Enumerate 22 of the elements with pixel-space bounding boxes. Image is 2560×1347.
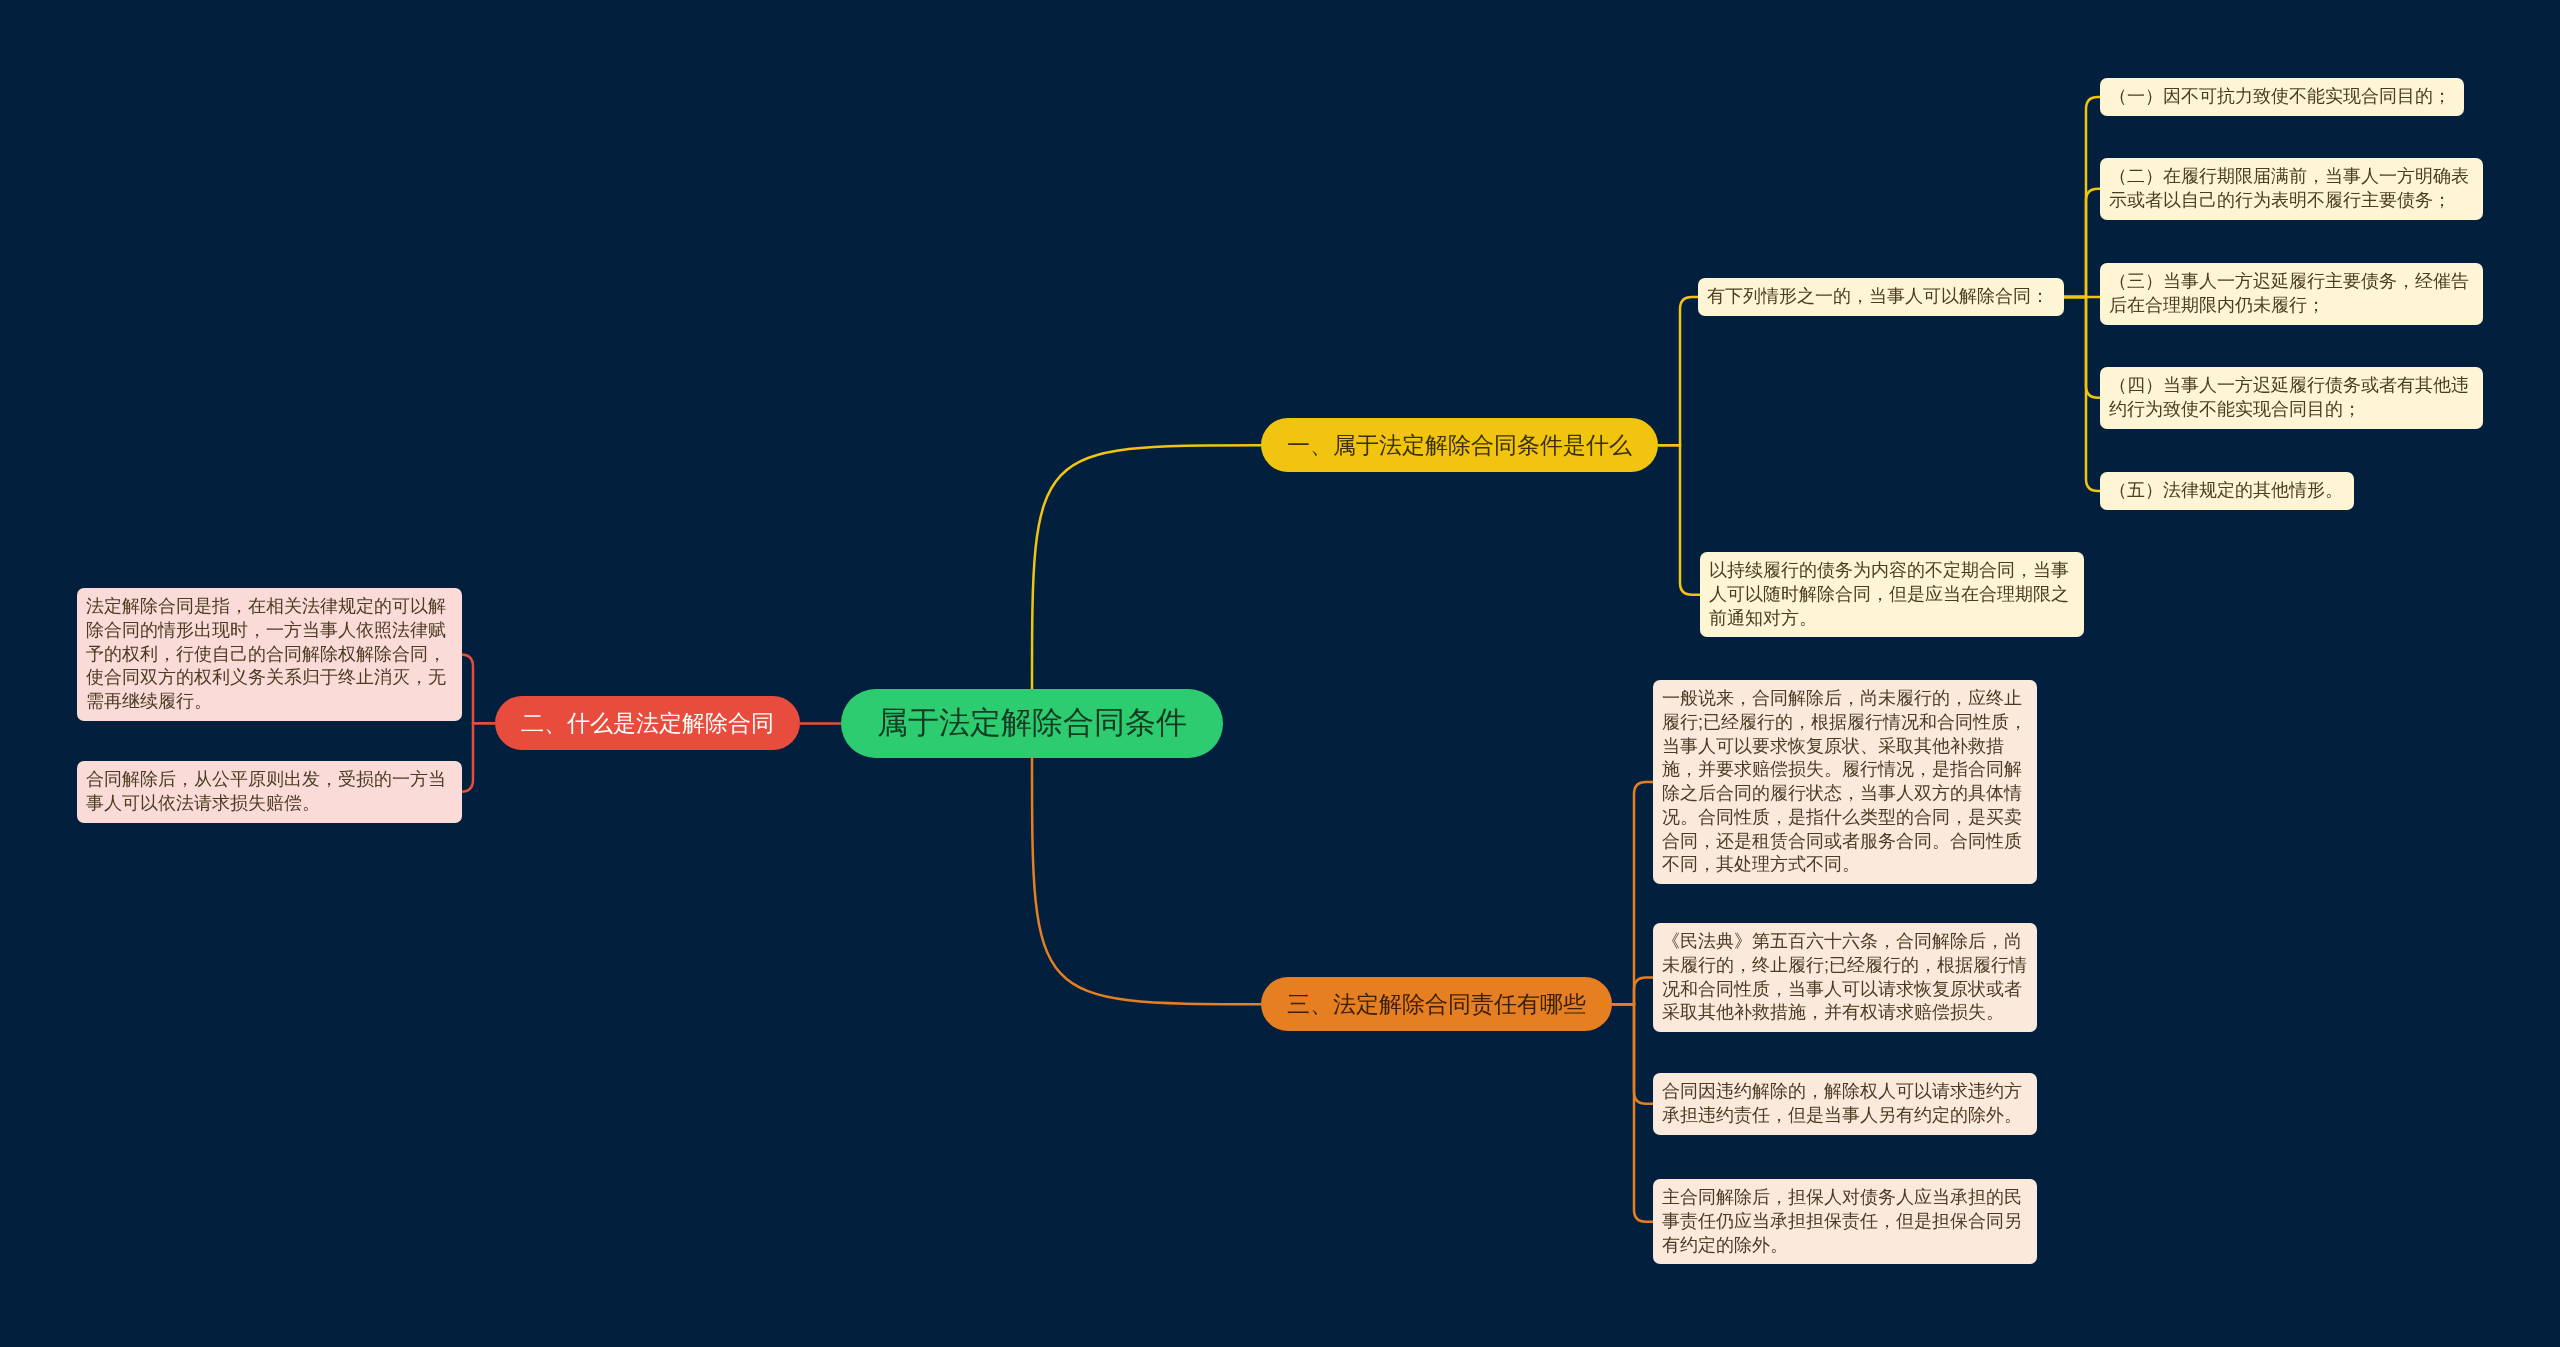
note-box: 法定解除合同是指，在相关法律规定的可以解除合同的情形出现时，一方当事人依照法律赋予的权利，行使自己的合同解除权解除合同，使合同双方的权利义务关系归于终止消灭，无需再继续履行。 xyxy=(77,588,462,721)
note-box: （四）当事人一方迟延履行债务或者有其他违约行为致使不能实现合同目的； xyxy=(2100,367,2483,429)
note-box: 《民法典》第五百六十六条，合同解除后，尚未履行的，终止履行;已经履行的，根据履行情况和合同性质，当事人可以请求恢复原状或者采取其他补救措施，并有权请求赔偿损失。 xyxy=(1653,923,2037,1032)
connector-line xyxy=(1612,1002,1653,1223)
note-box: （一）因不可抗力致使不能实现合同目的； xyxy=(2100,78,2464,116)
note-box: 合同解除后，从公平原则出发，受损的一方当事人可以依法请求损失赔偿。 xyxy=(77,761,462,823)
note-box: 合同因违约解除的，解除权人可以请求违约方承担违约责任，但是当事人另有约定的除外。 xyxy=(1653,1073,2037,1135)
note-box: 有下列情形之一的，当事人可以解除合同： xyxy=(1698,278,2064,316)
central-topic: 属于法定解除合同条件 xyxy=(841,689,1223,758)
note-box: 主合同解除后，担保人对债务人应当承担的民事责任仍应当承担担保责任，但是担保合同另有约定的除外。 xyxy=(1653,1179,2037,1265)
note-box: （三）当事人一方迟延履行主要债务，经催告后在合理期限内仍未履行； xyxy=(2100,263,2483,325)
connector-line xyxy=(800,722,841,725)
topic-box: 二、什么是法定解除合同 xyxy=(495,696,800,751)
note-box: 一般说来，合同解除后，尚未履行的，应终止履行;已经履行的，根据履行情况和合同性质，当事人可以要求恢复原状、采取其他补救措施，并要求赔偿损失。履行情况，是指合同解除之后合同的履行状态，当事人双方的具体情况。合同性质，是指什么类型的合同，是买卖合同，还是租赁合同或者服务合同。合同性质不同，其处理方式不同。 xyxy=(1653,680,2037,884)
connector-line xyxy=(1030,443,1261,689)
note-box: 以持续履行的债务为内容的不定期合同，当事人可以随时解除合同，但是应当在合理期限之前通知对方。 xyxy=(1700,552,2084,638)
note-box: （二）在履行期限届满前，当事人一方明确表示或者以自己的行为表明不履行主要债务； xyxy=(2100,158,2483,220)
connector-line xyxy=(1030,757,1261,1006)
topic-box: 一、属于法定解除合同条件是什么 xyxy=(1261,418,1658,473)
topic-box: 三、法定解除合同责任有哪些 xyxy=(1261,977,1612,1032)
note-box: （五）法律规定的其他情形。 xyxy=(2100,472,2354,510)
connector-line xyxy=(1658,443,1700,596)
